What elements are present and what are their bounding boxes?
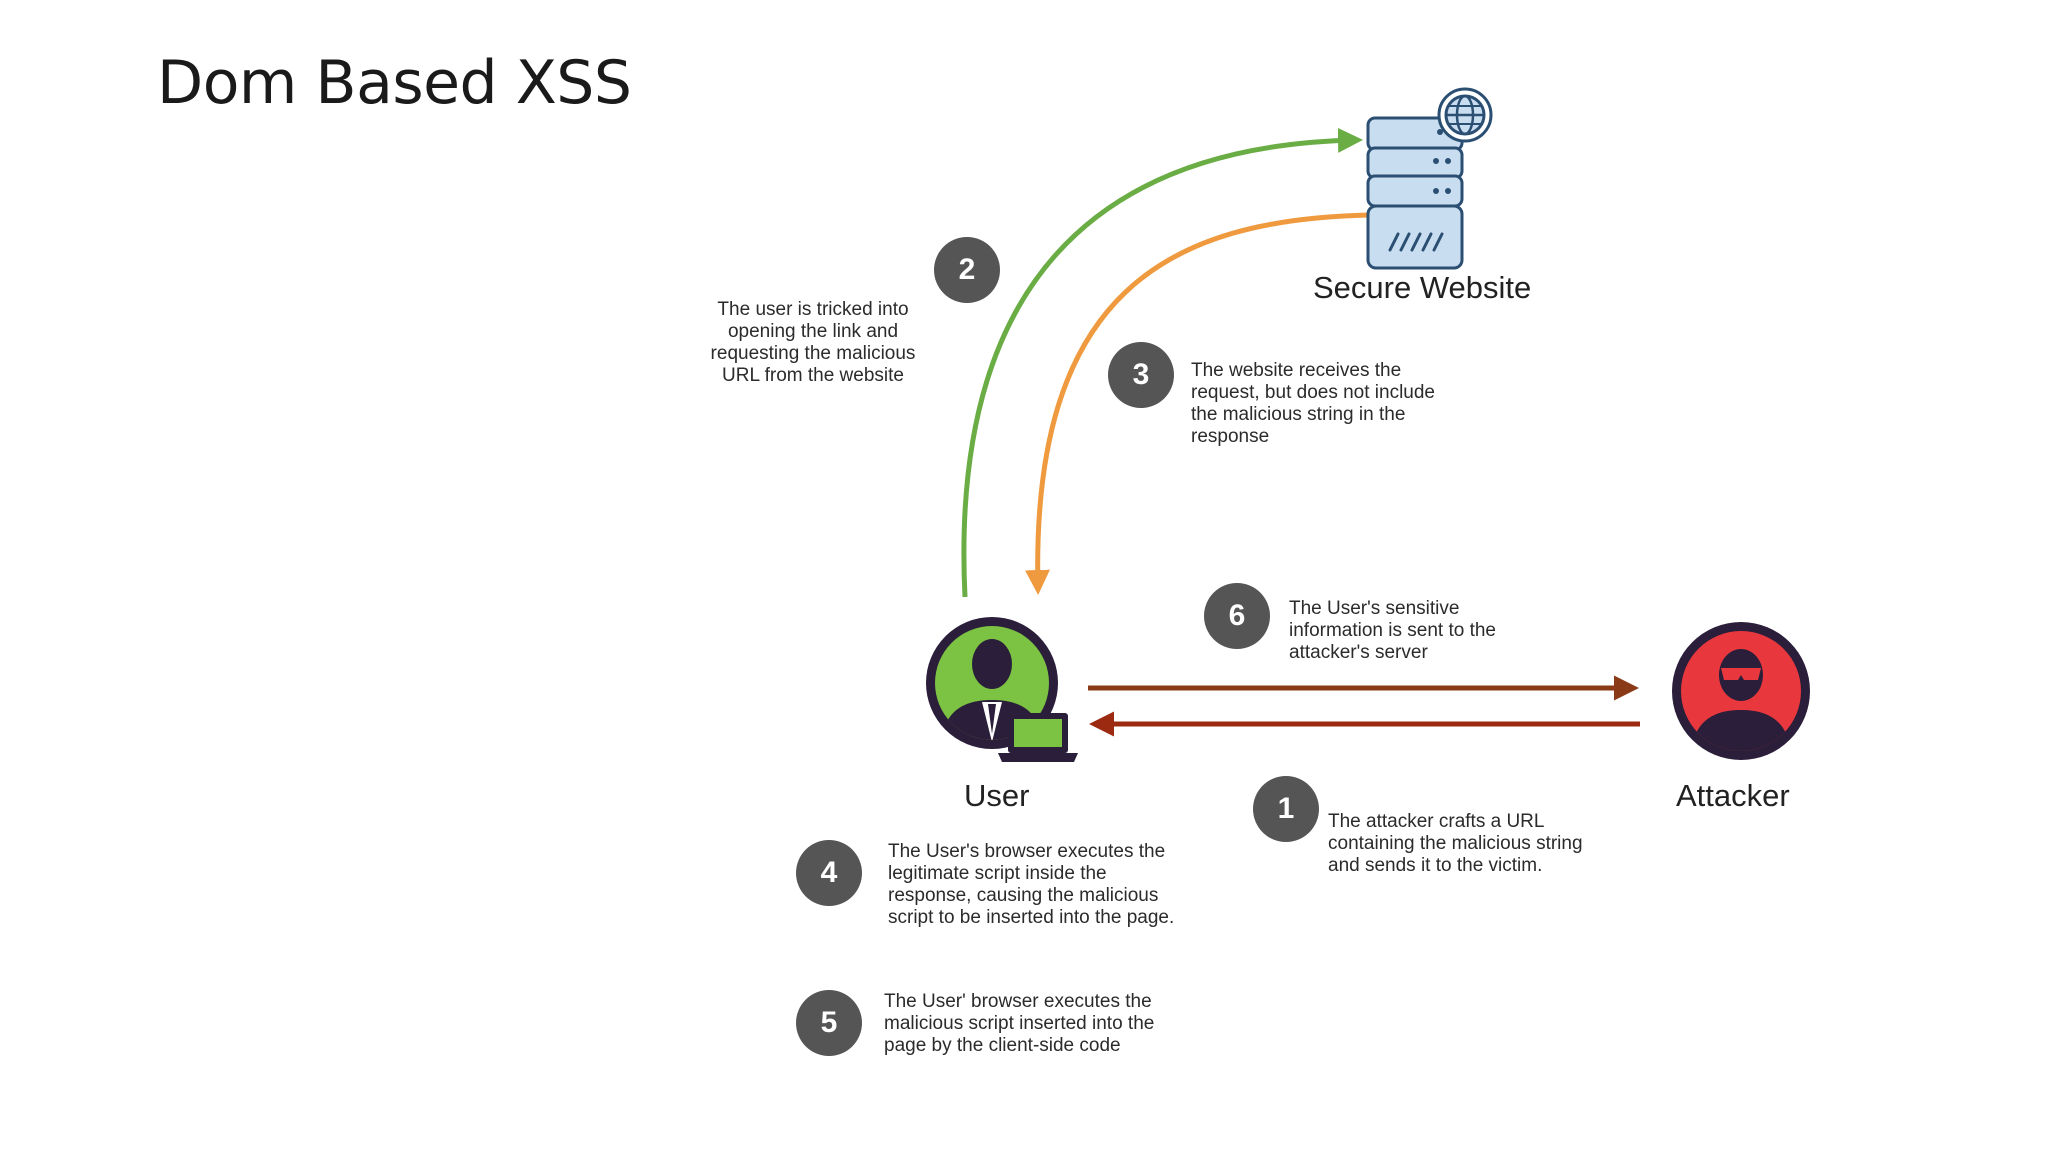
attacker-avatar-icon (1672, 622, 1810, 760)
step-6-text: The User's sensitive information is sent… (1289, 598, 1496, 663)
step-4-text: The User's browser executes the legitima… (888, 841, 1175, 928)
step-1-text: The attacker crafts a URL containing the… (1328, 811, 1583, 876)
server-icon (1366, 116, 1464, 270)
step-3-text: The website receives the request, but do… (1191, 360, 1436, 447)
attacker-label: Attacker (1676, 778, 1790, 813)
step-4-badge: 4 (796, 840, 862, 906)
globe-icon (1437, 87, 1493, 143)
step-1-badge: 1 (1253, 776, 1319, 842)
step-6-badge: 6 (1204, 583, 1270, 649)
step-2-text: The user is tricked into opening the lin… (710, 299, 916, 386)
step-3-badge: 3 (1108, 342, 1174, 408)
laptop-icon (998, 713, 1078, 762)
arrow-response-to-user (1024, 212, 1369, 595)
user-label: User (964, 778, 1030, 813)
step-5-text: The User' browser executes the malicious… (884, 991, 1155, 1056)
arrow-request-to-website (961, 127, 1363, 598)
slide-title: Dom Based XSS (157, 48, 632, 118)
step-2-badge: 2 (934, 237, 1000, 303)
step-5-badge: 5 (796, 990, 862, 1056)
website-label: Secure Website (1313, 270, 1532, 305)
